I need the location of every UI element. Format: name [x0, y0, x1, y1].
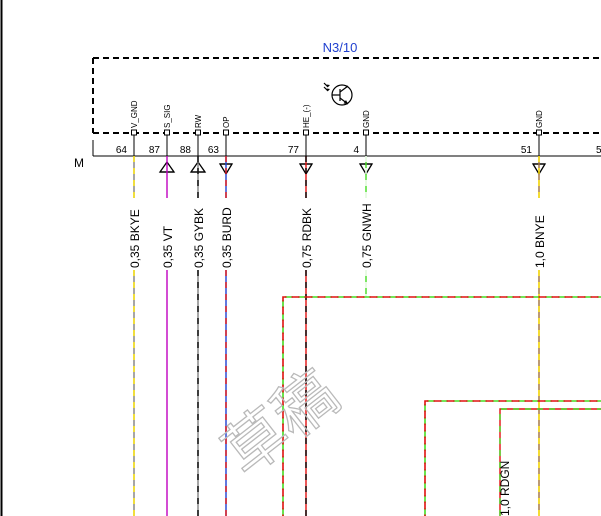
- pin-6[interactable]: GND 4 0,75 GNWH: [353, 110, 374, 297]
- pin-name-label: HE_(-): [302, 104, 311, 128]
- wire-label[interactable]: 0,35 VT: [161, 225, 175, 268]
- connector-label: M: [74, 156, 84, 170]
- harness-route-inner: [424, 400, 601, 516]
- transistor-icon: [323, 82, 353, 106]
- pin-name-label: V_GND: [130, 100, 139, 128]
- pin-name-label: RW: [194, 114, 203, 128]
- pin-number: 77: [288, 145, 300, 156]
- pin-number: 88: [180, 145, 192, 156]
- pin-4[interactable]: OP 63 0,35 BURD: [208, 116, 234, 516]
- wire-label[interactable]: 0,75 RDBK: [300, 208, 314, 268]
- pin-1[interactable]: V_GND 64 0,35 BKYE: [116, 100, 142, 516]
- pin-terminal: [131, 129, 137, 136]
- component-title[interactable]: N3/10: [323, 40, 358, 55]
- pin-terminal: [223, 129, 229, 136]
- watermark-text: 草稿: [209, 356, 352, 490]
- pin-name-label: GND: [362, 110, 371, 128]
- pin-number-extra: 5: [596, 145, 601, 156]
- wire-label[interactable]: 0,35 BKYE: [128, 209, 142, 268]
- pins-layer: V_GND 64 0,35 BKYE S_SIG 87 0,35 VT RW 88 0,35 G…: [116, 100, 547, 516]
- wire-label[interactable]: 0,35 BURD: [220, 207, 234, 268]
- wire-label[interactable]: 1,0 BNYE: [533, 215, 547, 268]
- harness-route-outer: [282, 296, 601, 516]
- wire-label-rdgn[interactable]: 1,0 RDGN: [498, 461, 512, 516]
- pin-number: 63: [208, 145, 220, 156]
- pin-number: 87: [149, 145, 161, 156]
- wire-label[interactable]: 0,35 GYBK: [192, 208, 206, 268]
- pin-2[interactable]: S_SIG 87 0,35 VT: [149, 104, 176, 516]
- pin-terminal: [363, 129, 369, 136]
- pin-5[interactable]: HE_(-) 77 0,75 RDBK: [288, 104, 314, 516]
- pin-terminal: [303, 129, 309, 136]
- pin-7[interactable]: GND 51 1,0 BNYE: [521, 110, 547, 516]
- wire-label[interactable]: 0,75 GNWH: [360, 203, 374, 268]
- pin-name-label: S_SIG: [163, 104, 172, 128]
- component-outline: [92, 57, 601, 134]
- pin-3[interactable]: RW 88 0,35 GYBK: [180, 114, 207, 516]
- wire-rdgn: [499, 408, 601, 516]
- pin-name-label: GND: [535, 110, 544, 128]
- pin-terminal: [536, 129, 542, 136]
- pin-terminal: [195, 129, 201, 136]
- pin-terminal: [164, 129, 170, 136]
- pin-number: 64: [116, 145, 128, 156]
- pin-number: 51: [521, 145, 533, 156]
- pin-name-label: OP: [222, 116, 231, 128]
- pin-number: 4: [353, 145, 359, 156]
